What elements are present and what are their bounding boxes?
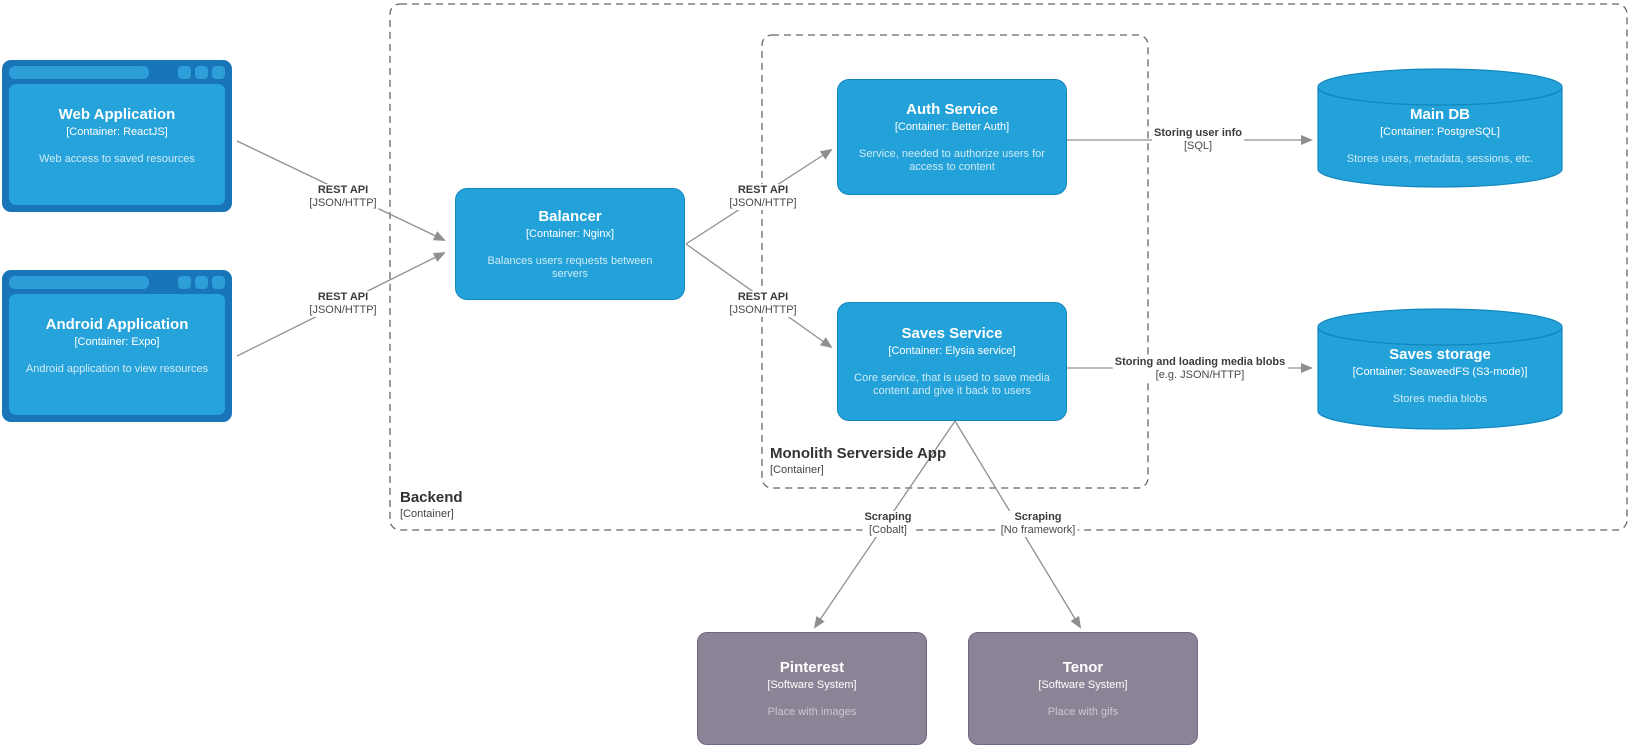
browser-window-button: [195, 66, 208, 79]
backend-boundary-label: Backend [Container]: [400, 488, 463, 521]
edge-label-android-to-balancer: REST API [JSON/HTTP]: [307, 291, 379, 317]
browser-chrome-bar: [2, 270, 232, 294]
edge-label-text: Scraping: [1014, 511, 1062, 523]
node-title: Tenor: [1062, 658, 1104, 676]
edge-label-text: REST API: [317, 291, 369, 303]
edge-label-saves-to-storage: Storing and loading media blobs [e.g. JS…: [1112, 356, 1288, 382]
node-description: Core service, that is used to save media…: [854, 372, 1050, 397]
web-application-node[interactable]: Web Application [Container: ReactJS] Web…: [2, 60, 232, 212]
edge-label-meta: [No framework]: [1000, 524, 1076, 536]
auth-service-node[interactable]: Auth Service [Container: Better Auth] Se…: [837, 79, 1067, 195]
edge-label-text: REST API: [737, 291, 789, 303]
browser-address-bar: [9, 276, 149, 289]
edge-label-saves-to-pinterest: Scraping [Cobalt]: [862, 511, 914, 537]
monolith-boundary: [761, 34, 1149, 489]
edge-label-text: Scraping: [864, 511, 912, 523]
node-meta: [Container: PostgreSQL]: [1380, 126, 1500, 138]
browser-window-button: [178, 66, 191, 79]
node-meta: [Container: Nginx]: [525, 227, 615, 240]
node-title: Main DB: [1410, 106, 1470, 123]
edge-label-meta: [JSON/HTTP]: [309, 304, 377, 316]
browser-window-button: [212, 276, 225, 289]
node-description: Stores media blobs: [1392, 393, 1488, 405]
pinterest-node[interactable]: Pinterest [Software System] Place with i…: [697, 632, 927, 745]
android-application-node[interactable]: Android Application [Container: Expo] An…: [2, 270, 232, 422]
edge-label-saves-to-tenor: Scraping [No framework]: [998, 511, 1078, 537]
monolith-boundary-label: Monolith Serverside App [Container]: [770, 444, 946, 477]
edge-label-meta: [JSON/HTTP]: [309, 197, 377, 209]
monolith-boundary-meta: [Container]: [770, 464, 824, 476]
edge-label-meta: [e.g. JSON/HTTP]: [1155, 369, 1245, 381]
backend-boundary-meta: [Container]: [400, 508, 454, 520]
edge-label-meta: [SQL]: [1183, 140, 1213, 152]
node-description: Place with gifs: [1047, 705, 1119, 718]
edge-label-text: Storing and loading media blobs: [1114, 356, 1286, 368]
node-title: Android Application: [45, 316, 189, 333]
edge-label-meta: [Cobalt]: [869, 524, 907, 536]
browser-window-button: [212, 66, 225, 79]
browser-chrome-bar: [2, 60, 232, 84]
browser-window-button: [178, 276, 191, 289]
saves-service-node[interactable]: Saves Service [Container: Elysia service…: [837, 302, 1067, 421]
database-cylinder-shape: [1317, 308, 1563, 430]
edge-label-auth-to-maindb: Storing user info [SQL]: [1152, 127, 1244, 153]
node-title: Balancer: [538, 207, 602, 225]
node-title: Auth Service: [906, 100, 998, 118]
node-meta: [Container: Expo]: [74, 336, 160, 348]
node-description: Android application to view resources: [25, 363, 209, 375]
edge-label-balancer-to-saves: REST API [JSON/HTTP]: [727, 291, 799, 317]
edge-label-meta: [JSON/HTTP]: [729, 304, 797, 316]
browser-window-button: [195, 276, 208, 289]
backend-boundary-title: Backend: [400, 489, 463, 506]
edge-label-text: REST API: [737, 184, 789, 196]
edge-label-balancer-to-auth: REST API [JSON/HTTP]: [727, 184, 799, 210]
node-title: Saves Service: [901, 325, 1003, 342]
balancer-node[interactable]: Balancer [Container: Nginx] Balances use…: [455, 188, 685, 300]
node-description: Web access to saved resources: [39, 153, 195, 165]
edge-label-text: REST API: [317, 184, 369, 196]
edge-label-meta: [JSON/HTTP]: [729, 197, 797, 209]
monolith-boundary-title: Monolith Serverside App: [770, 445, 947, 462]
node-description: Service, needed to authorize users for a…: [859, 147, 1045, 173]
node-meta: [Software System]: [767, 678, 857, 691]
saves-storage-node[interactable]: Saves storage [Container: SeaweedFS (S3-…: [1317, 308, 1563, 430]
node-description: Stores users, metadata, sessions, etc.: [1346, 153, 1534, 165]
node-description: Place with images: [767, 705, 857, 718]
tenor-node[interactable]: Tenor [Software System] Place with gifs: [968, 632, 1198, 745]
browser-address-bar: [9, 66, 149, 79]
edge-label-text: Storing user info: [1154, 127, 1242, 139]
database-cylinder-shape: [1317, 68, 1563, 188]
node-meta: [Container: ReactJS]: [66, 126, 168, 138]
node-meta: [Software System]: [1038, 678, 1128, 691]
edge-label-web-to-balancer: REST API [JSON/HTTP]: [307, 184, 379, 210]
node-meta: [Container: Elysia service]: [888, 345, 1016, 357]
node-description: Balances users requests between servers: [487, 254, 653, 280]
node-meta: [Container: Better Auth]: [894, 120, 1010, 133]
node-title: Pinterest: [779, 658, 845, 676]
node-title: Saves storage: [1389, 346, 1491, 363]
node-title: Web Application: [58, 106, 176, 123]
node-meta: [Container: SeaweedFS (S3-mode)]: [1352, 366, 1528, 378]
main-db-node[interactable]: Main DB [Container: PostgreSQL] Stores u…: [1317, 68, 1563, 188]
